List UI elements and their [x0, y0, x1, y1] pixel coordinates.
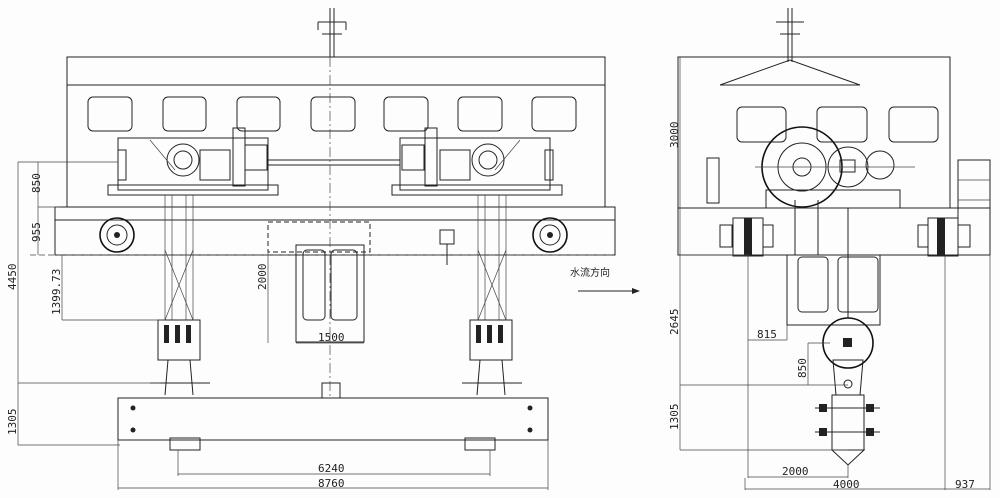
girder — [54, 206, 616, 256]
travel-wheel-left — [99, 217, 135, 253]
hoist-machinery-left — [107, 127, 279, 196]
wheel-assembly-right — [917, 217, 971, 257]
dim-815: 815 — [757, 328, 777, 341]
lifting-beam — [117, 382, 549, 451]
pulley-block-right — [462, 319, 522, 396]
mast-side — [776, 8, 804, 62]
dim-8760: 8760 — [318, 477, 345, 490]
travel-wheel-right — [532, 217, 568, 253]
house-windows — [87, 96, 577, 132]
side-dimension-lines — [679, 57, 991, 490]
dim-2645: 2645 — [668, 309, 681, 336]
dim-3000: 3000 — [668, 122, 681, 149]
dim-6240: 6240 — [318, 462, 345, 475]
hoist-ropes-right — [477, 195, 507, 321]
side-view: 3000 2645 1305 815 850 2000 4000 937 — [668, 8, 991, 491]
dim-4450: 4450 — [6, 264, 19, 291]
dim-1305-side: 1305 — [668, 404, 681, 431]
house-windows-side — [736, 106, 939, 143]
mast — [317, 8, 347, 57]
dim-2000: 2000 — [256, 264, 269, 291]
dim-850-side: 850 — [796, 358, 809, 378]
dim-1305: 1305 — [6, 409, 19, 436]
hook-block — [815, 394, 880, 466]
dim-850: 850 — [30, 173, 43, 193]
operator-cabin — [267, 221, 371, 343]
dim-1500: 1500 — [318, 331, 345, 344]
hoist-drum — [706, 126, 915, 209]
wheel-assembly-left — [719, 217, 774, 257]
cabin-side — [786, 200, 881, 326]
buffer — [439, 229, 455, 245]
hoist-ropes-left — [164, 195, 194, 321]
hoist-machinery-right — [391, 127, 563, 196]
flow-direction: 水流方向 — [570, 266, 640, 294]
front-view: 850 955 4450 1399.73 2000 1500 1305 6240… — [6, 8, 640, 490]
dim-937: 937 — [955, 478, 975, 491]
dim-2000-side: 2000 — [782, 465, 809, 478]
front-dimension-lines — [17, 57, 549, 490]
flow-direction-label: 水流方向 — [570, 266, 610, 279]
dim-4000: 4000 — [833, 478, 860, 491]
pulley-block-left — [150, 319, 210, 396]
dim-955: 955 — [30, 222, 43, 242]
hook-sheave — [822, 317, 874, 396]
dim-1399-73: 1399.73 — [50, 269, 63, 315]
